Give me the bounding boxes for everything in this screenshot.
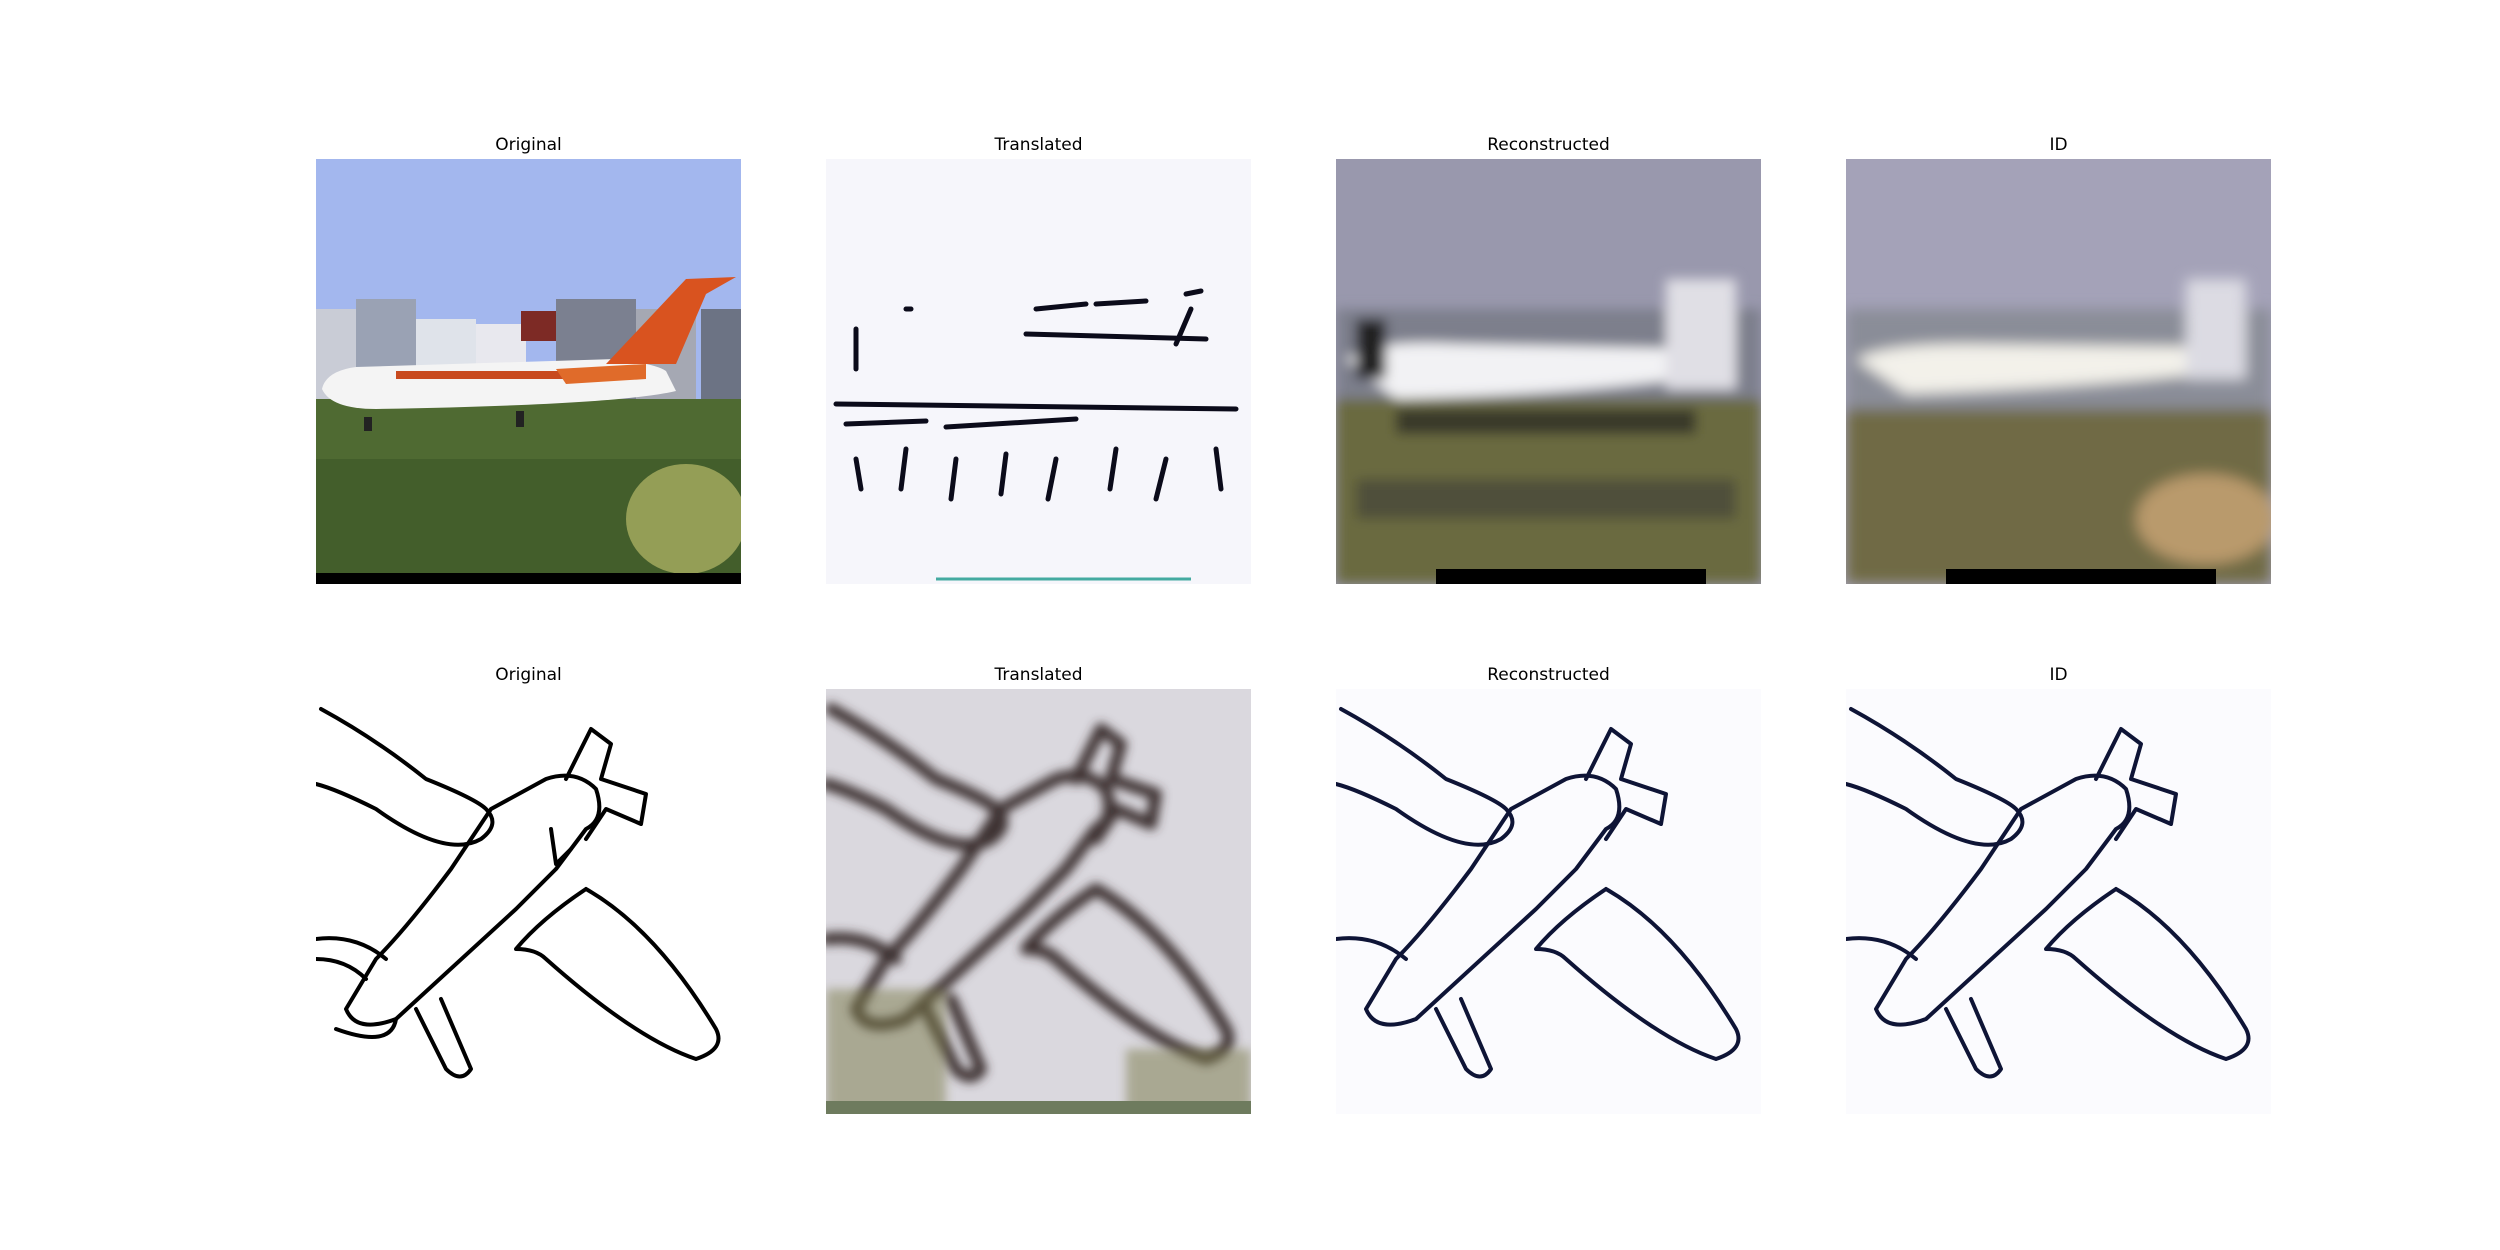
panel-title: Original <box>495 135 562 155</box>
row1-translated-image <box>826 159 1251 584</box>
panel-title: Original <box>495 665 562 685</box>
row1-reconstructed-image <box>1336 159 1761 584</box>
row2-id-image <box>1846 689 2271 1114</box>
row1-original-image <box>316 159 741 584</box>
panel-title: Translated <box>994 665 1083 685</box>
row2-translated-image <box>826 689 1251 1114</box>
panel-title: Reconstructed <box>1487 665 1610 685</box>
row2-original-image <box>316 689 741 1114</box>
panel-title: Reconstructed <box>1487 135 1610 155</box>
panel-title: Translated <box>994 135 1083 155</box>
row2-reconstructed-image <box>1336 689 1761 1114</box>
row1-id-image <box>1846 159 2271 584</box>
panel-title: ID <box>2049 665 2068 685</box>
panel-title: ID <box>2049 135 2068 155</box>
